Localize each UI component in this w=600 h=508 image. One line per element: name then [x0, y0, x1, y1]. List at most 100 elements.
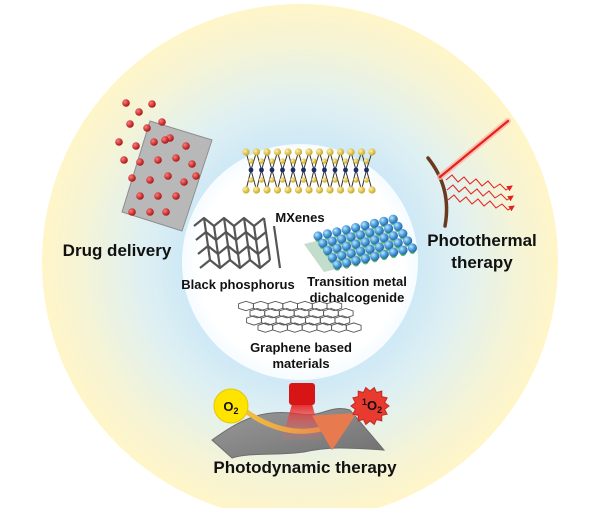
- mxene-surface-atom: [305, 186, 313, 194]
- mxene-surface-atom: [284, 148, 292, 156]
- mxene-surface-atom: [321, 158, 328, 164]
- tmd-chalcogen-atom: [365, 244, 375, 254]
- tmd-chalcogen-atom: [389, 247, 399, 257]
- label-photothermal-line1: Photothermal: [427, 231, 537, 250]
- drug-particle: [132, 142, 140, 150]
- mxene-surface-atom: [284, 186, 292, 194]
- tmd-chalcogen-atom: [341, 241, 351, 251]
- label-black-phosphorus: Black phosphorus: [181, 277, 294, 292]
- mxene-surface-atom: [342, 177, 349, 183]
- label-graphene-line2: materials: [272, 356, 329, 371]
- light-source: [289, 383, 315, 405]
- mxene-surface-atom: [258, 158, 265, 164]
- drug-particle: [162, 208, 170, 216]
- mxene-metal-atom: [343, 167, 348, 173]
- tmd-chalcogen-atom: [403, 236, 413, 246]
- mxene-surface-atom: [248, 177, 254, 183]
- mxene-structure: [242, 148, 376, 194]
- tmd-chalcogen-atom: [374, 242, 384, 252]
- mxene-surface-atom: [321, 177, 328, 183]
- mxene-surface-atom: [294, 148, 303, 156]
- tmd-chalcogen-atom: [322, 229, 332, 239]
- center-circle: [182, 144, 418, 380]
- label-graphene-line1: Graphene based: [250, 340, 352, 355]
- drug-particle: [115, 138, 123, 146]
- mxene-metal-atom: [364, 167, 369, 173]
- mxene-surface-atom: [290, 158, 296, 164]
- tmd-chalcogen-atom: [388, 214, 398, 224]
- tmd-chalcogen-atom: [365, 228, 375, 238]
- mxene-metal-atom: [353, 167, 359, 173]
- tmd-chalcogen-atom: [360, 220, 370, 231]
- tmd-chalcogen-atom: [318, 238, 328, 248]
- mxene-surface-atom: [368, 148, 376, 156]
- mxene-surface-atom: [353, 177, 359, 183]
- tmd-chalcogen-atom: [355, 230, 365, 240]
- drug-particle: [120, 156, 128, 164]
- mxene-surface-atom: [269, 177, 275, 183]
- mxene-surface-atom: [279, 158, 286, 164]
- label-mxenes: MXenes: [275, 210, 324, 225]
- mxene-surface-atom: [326, 186, 334, 194]
- tmd-chalcogen-atom: [351, 239, 361, 249]
- drug-particle: [164, 172, 172, 180]
- tmd-chalcogen-atom: [327, 236, 337, 246]
- mxene-metal-atom: [259, 167, 264, 173]
- tmd-chalcogen-atom: [393, 221, 403, 231]
- oxygen-subscript: 2: [234, 406, 239, 416]
- svg-text:O2: O2: [223, 399, 238, 416]
- mxene-surface-atom: [305, 148, 313, 156]
- mxene-metal-atom: [280, 167, 285, 173]
- heat-wave-2: [446, 184, 514, 202]
- mxene-surface-atom: [336, 148, 345, 156]
- mxene-surface-atom: [332, 177, 338, 183]
- drug-particle: [158, 118, 166, 126]
- tmd-chalcogen-atom: [337, 250, 347, 261]
- mxene-surface-atom: [363, 177, 370, 183]
- tmd-chalcogen-atom: [388, 231, 398, 241]
- drug-particle: [192, 172, 200, 180]
- drug-particle: [148, 100, 156, 108]
- conversion-arrow: [241, 407, 357, 451]
- mxene-surface-atom: [336, 186, 345, 194]
- tmd-chalcogen-atom: [384, 240, 394, 250]
- singlet-subscript: 2: [377, 405, 382, 415]
- graphene-hexagon: [337, 308, 354, 319]
- tmd-chalcogen-atom: [407, 243, 417, 253]
- tmd-chalcogen-atom: [360, 237, 370, 247]
- tmd-chalcogen-atom: [370, 235, 380, 245]
- mxene-surface-atom: [353, 158, 359, 164]
- mxene-surface-atom: [263, 186, 271, 194]
- tmd-chalcogen-atom: [341, 225, 351, 235]
- tmd-chalcogen-atom: [398, 229, 408, 239]
- tmd-chalcogen-atom: [332, 260, 342, 270]
- oxygen-label: O: [223, 399, 233, 414]
- mxene-surface-atom: [273, 148, 282, 156]
- drug-particle: [180, 178, 188, 186]
- drug-particle: [128, 208, 136, 216]
- mxene-surface-atom: [242, 148, 250, 156]
- drug-particle: [172, 192, 180, 200]
- mxene-metal-atom: [301, 167, 306, 173]
- drug-particle: [161, 136, 169, 144]
- tmd-chalcogen-atom: [393, 238, 403, 248]
- drug-particle: [143, 124, 151, 132]
- laser-beam: [438, 119, 510, 179]
- mxene-surface-atom: [279, 177, 286, 183]
- drug-particle: [126, 120, 134, 128]
- tmd-chalcogen-atom: [342, 258, 352, 268]
- drug-particle: [150, 138, 158, 146]
- mxene-metal-atom: [269, 167, 275, 173]
- tmd-chalcogen-atom: [346, 248, 356, 258]
- drug-particle: [122, 99, 130, 107]
- tmd-chalcogen-atom: [369, 218, 379, 228]
- tmd-chalcogen-atom: [313, 231, 323, 241]
- mxene-surface-atom: [263, 148, 271, 156]
- drug-particle: [188, 160, 196, 168]
- mxene-surface-atom: [242, 186, 250, 194]
- tmd-chalcogen-atom: [351, 223, 361, 233]
- mxene-surface-atom: [311, 177, 317, 183]
- mxene-metal-atom: [248, 167, 254, 173]
- heat-wave-1: [445, 174, 513, 192]
- drug-particle: [154, 192, 162, 200]
